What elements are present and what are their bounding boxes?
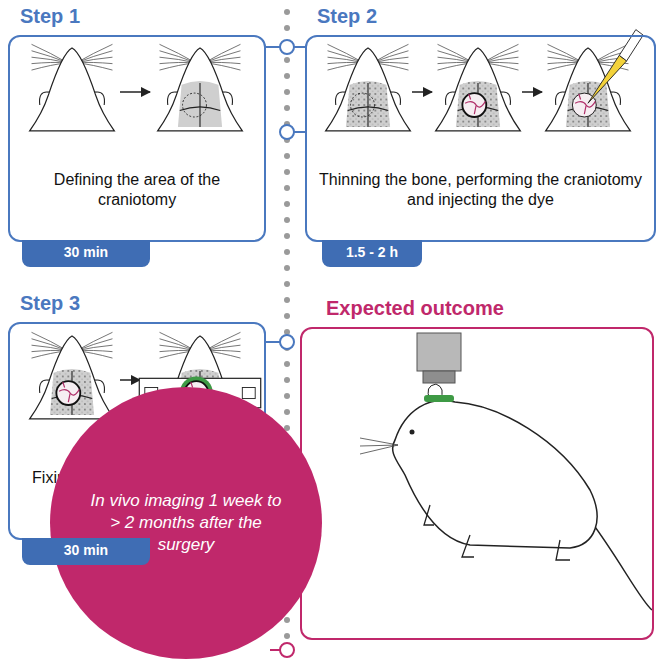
duration-tab: 30 min [22,538,150,565]
mouse-head [546,30,644,131]
duration-label: 30 min [22,542,150,558]
step-heading: Step 1 [20,5,80,28]
step-heading: Expected outcome [326,297,504,320]
duration-label: 30 min [22,244,150,260]
outcome-circle: In vivo imaging 1 week to > 2 months aft… [50,387,322,659]
duration-tab: 30 min [22,240,150,267]
step-box: Step 1Defining the area of the craniotom… [8,35,266,242]
outcome-box: In vivo imaging 1 week to > 2 months aft… [300,327,654,640]
step-heading: Step 2 [317,5,377,28]
mouse-head [30,332,115,418]
duration-label: 1.5 - 2 h [322,244,422,260]
step-heading: Step 3 [20,292,80,315]
duration-tab: 1.5 - 2 h [322,240,422,267]
step-arrow [120,91,150,93]
step-box: Step 2Thinning the bone, performing the … [305,35,656,242]
step-arrow [120,379,140,381]
step-arrow [412,91,432,93]
mouse-head [436,44,521,130]
mouse-side-view [360,333,652,610]
step-arrow [522,91,542,93]
mouse-head [158,44,243,130]
step-description: Defining the area of the craniotomy [20,170,254,210]
mouse-head [326,44,411,130]
step-description: Thinning the bone, performing the cranio… [317,170,644,210]
mouse-head [30,44,115,130]
